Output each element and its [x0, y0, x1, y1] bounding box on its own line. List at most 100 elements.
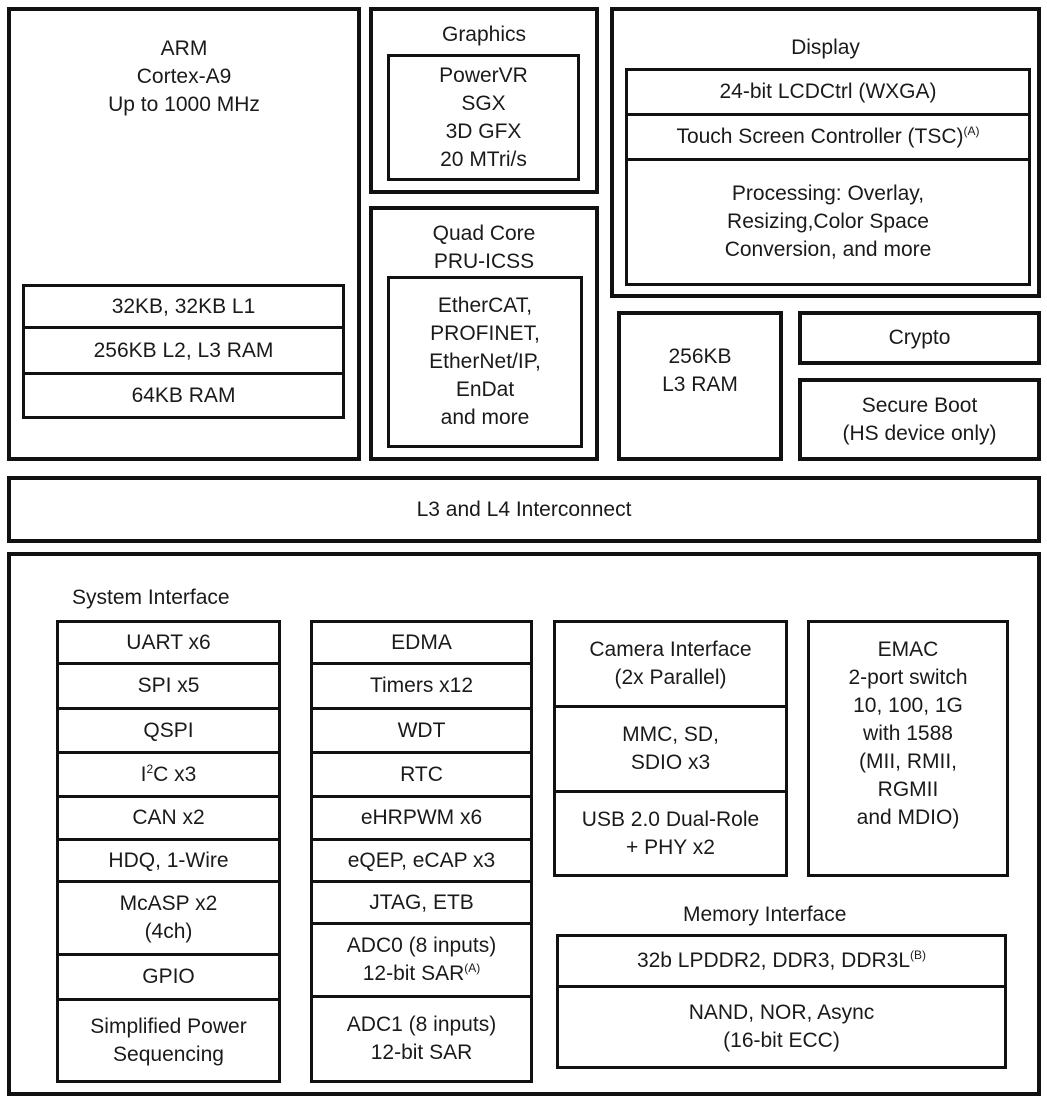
label: 10, 100, 1G [853, 693, 963, 717]
uart: UART x6 [56, 620, 281, 665]
label: 2-port switch [848, 665, 968, 689]
system-interface-title: System Interface [72, 586, 230, 609]
rtc: RTC [310, 751, 533, 798]
power-sequencing: Simplified Power Sequencing [56, 998, 281, 1083]
arm-ram: 64KB RAM [22, 372, 345, 419]
label: RGMII [877, 777, 939, 801]
label: + PHY x2 [626, 835, 715, 859]
label: eQEP, eCAP x3 [347, 848, 496, 872]
label: 32b LPDDR2, DDR3, DDR3L [636, 949, 911, 972]
jtag-etb: JTAG, ETB [310, 880, 533, 925]
label: 256KB [668, 345, 732, 368]
display-block: Display [610, 7, 1041, 298]
peripherals-block [7, 552, 1041, 1096]
label: EMAC [877, 637, 939, 661]
label: 32KB, 32KB L1 [111, 294, 256, 318]
can: CAN x2 [56, 795, 281, 841]
label: Resizing,Color Space [727, 210, 929, 233]
label: EnDat [455, 378, 515, 401]
label: eHRPWM x6 [360, 806, 483, 829]
label: UART x6 [126, 630, 211, 654]
label: (16-bit ECC) [723, 1029, 840, 1052]
memory-interface-title: Memory Interface [683, 903, 847, 926]
label: 256KB L2, L3 RAM [93, 338, 274, 362]
arm-l1-cache: 32KB, 32KB L1 [22, 284, 345, 329]
secure-boot-block: Secure Boot (HS device only) [798, 378, 1041, 461]
label: 20 MTri/s [440, 147, 527, 171]
label: GPIO [142, 965, 195, 988]
label: 12-bit SAR [362, 962, 465, 985]
adc0: ADC0 (8 inputs) 12-bit SAR(A) [310, 922, 533, 998]
pru-icss-block: Quad Core PRU-ICSS [369, 206, 599, 461]
label: (MII, RMII, [859, 749, 957, 773]
label: SGX [461, 91, 506, 115]
label: CAN x2 [132, 806, 205, 829]
label: EDMA [391, 630, 452, 654]
gpio: GPIO [56, 953, 281, 1001]
label: 3D GFX [445, 119, 522, 143]
label: and more [440, 406, 530, 429]
label: (2x Parallel) [614, 666, 727, 689]
footnote-b: (B) [910, 948, 927, 962]
label: I [140, 762, 147, 786]
label: 12-bit SAR(A) [363, 960, 481, 988]
label: I2C x3 [141, 761, 197, 789]
label: 24-bit LCDCtrl (WXGA) [719, 80, 937, 103]
arm-block: ARM Cortex-A9 Up to 1000 MHz [7, 7, 361, 461]
label: Secure Boot [861, 393, 978, 417]
label: Timers x12 [369, 674, 474, 697]
pru-protocols-box: EtherCAT, PROFINET, EtherNet/IP, EnDat a… [387, 276, 583, 448]
label: WDT [397, 718, 446, 742]
emac: EMAC 2-port switch 10, 100, 1G with 1588… [807, 620, 1009, 877]
mcasp: McASP x2 (4ch) [56, 880, 281, 956]
label: EtherNet/IP, [429, 350, 541, 373]
footnote-a: (A) [464, 961, 481, 975]
label: Crypto [888, 326, 951, 349]
label: with 1588 [863, 721, 953, 745]
label: Conversion, and more [724, 238, 932, 261]
label: PROFINET, [430, 322, 540, 345]
label: SDIO x3 [630, 751, 711, 774]
touch-screen-controller: Touch Screen Controller (TSC)(A) [625, 113, 1031, 161]
footnote-a: (A) [963, 124, 980, 138]
display-processing: Processing: Overlay, Resizing,Color Spac… [625, 158, 1031, 286]
arm-freq: Up to 1000 MHz [108, 93, 260, 116]
arm-l2-cache: 256KB L2, L3 RAM [22, 326, 345, 375]
pru-subtitle: PRU-ICSS [433, 250, 535, 273]
ddr: 32b LPDDR2, DDR3, DDR3L(B) [556, 934, 1007, 988]
label: 2 [146, 761, 154, 776]
lcd-controller: 24-bit LCDCtrl (WXGA) [625, 68, 1031, 116]
label: EtherCAT, [437, 294, 533, 317]
graphics-block: Graphics [369, 7, 599, 194]
pru-title: Quad Core [432, 222, 536, 245]
tsc-label: Touch Screen Controller (TSC) [676, 125, 964, 148]
label: Camera Interface [589, 638, 752, 661]
graphics-title: Graphics [441, 23, 527, 46]
label: SPI x5 [137, 674, 200, 697]
label: (HS device only) [842, 421, 997, 445]
qspi: QSPI [56, 707, 281, 754]
label: L3 and L4 Interconnect [416, 497, 632, 521]
label: 32b LPDDR2, DDR3, DDR3L(B) [637, 947, 926, 975]
label: (4ch) [144, 920, 193, 943]
label: MMC, SD, [622, 723, 719, 746]
label: L3 RAM [662, 373, 738, 396]
label: and MDIO) [856, 805, 960, 829]
label: 12-bit SAR [370, 1041, 473, 1064]
wdt: WDT [310, 707, 533, 754]
label: HDQ, 1-Wire [108, 848, 229, 872]
camera-interface: Camera Interface (2x Parallel) [553, 620, 788, 708]
label: ADC0 (8 inputs) [346, 934, 497, 957]
gpu-box: PowerVR SGX 3D GFX 20 MTri/s [387, 54, 580, 181]
arm-title: ARM [160, 37, 208, 60]
spi: SPI x5 [56, 662, 281, 710]
label: NAND, NOR, Async [688, 1001, 875, 1024]
label: ADC1 (8 inputs) [346, 1013, 497, 1036]
label: Processing: Overlay, [731, 182, 925, 205]
label: JTAG, ETB [369, 890, 474, 914]
nand-nor: NAND, NOR, Async (16-bit ECC) [556, 985, 1007, 1069]
label: Sequencing [113, 1042, 224, 1066]
display-title: Display [791, 36, 860, 59]
label: McASP x2 [119, 892, 218, 915]
